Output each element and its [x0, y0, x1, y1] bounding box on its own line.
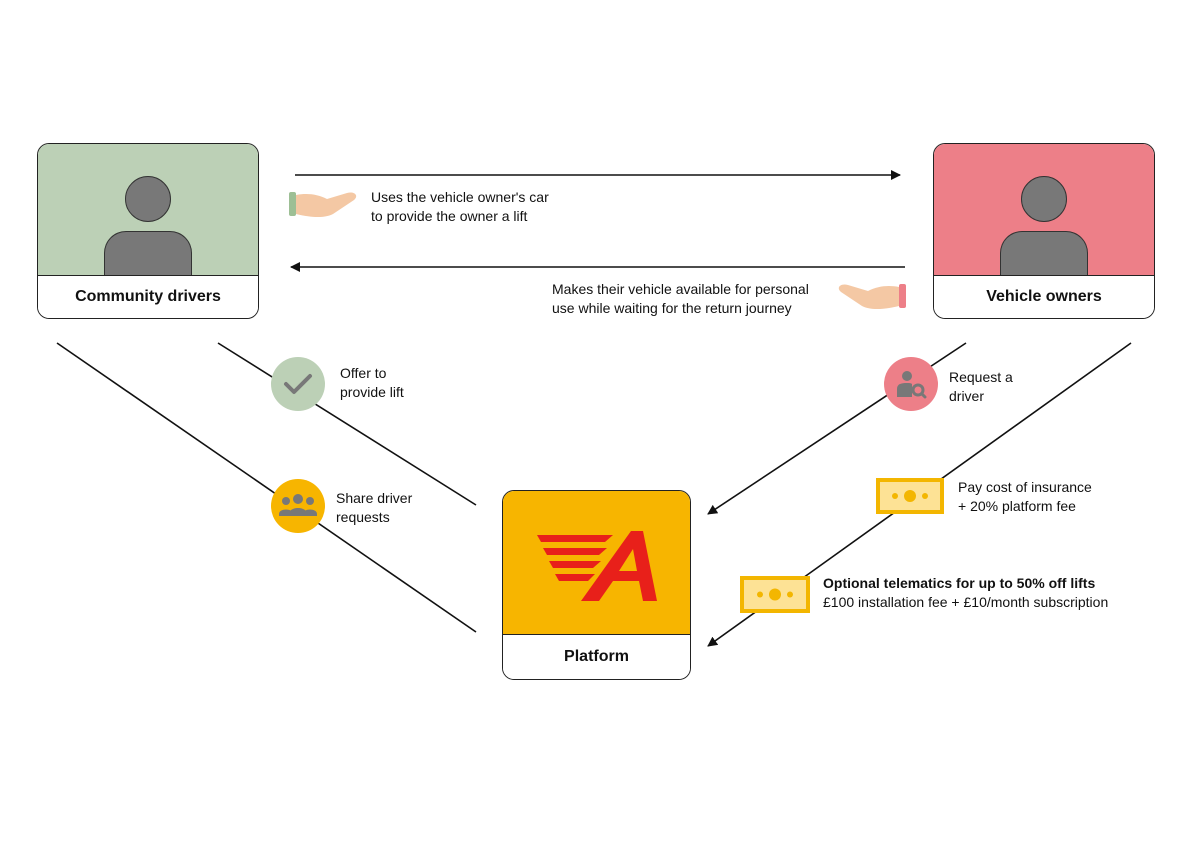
platform-logo [537, 531, 657, 601]
hand-icon [838, 284, 906, 309]
banknote-icon [740, 576, 810, 613]
vehicle-owners-art [934, 144, 1154, 278]
request-driver-line-2: driver [949, 388, 985, 404]
pay-insurance-note: Pay cost of insurance + 20% platform fee [958, 478, 1092, 516]
check-icon [284, 374, 312, 394]
telematics-line-1: Optional telematics for up to 50% off li… [823, 575, 1096, 591]
telematics-note: Optional telematics for up to 50% off li… [823, 574, 1108, 612]
vehicle-owners-card: Vehicle owners [933, 143, 1155, 319]
uses-car-line-1: Uses the vehicle owner's car [371, 189, 549, 205]
line-drivers-share [56, 342, 477, 633]
uses-car-note: Uses the vehicle owner's car to provide … [371, 188, 549, 226]
person-search-icon [897, 371, 927, 399]
group-badge [271, 479, 325, 533]
line-drivers-offer [217, 342, 477, 506]
makes-available-line-2: use while waiting for the return journey [552, 300, 792, 316]
pay-insurance-line-2: + 20% platform fee [958, 498, 1076, 514]
platform-label: Platform [503, 634, 690, 679]
share-requests-line-1: Share driver [336, 490, 413, 506]
banknote-art [757, 588, 793, 601]
community-drivers-label: Community drivers [38, 275, 258, 318]
offer-lift-note: Offer to provide lift [340, 364, 404, 402]
community-drivers-art [38, 144, 258, 278]
platform-card: Platform [502, 490, 691, 680]
request-driver-line-1: Request a [949, 369, 1013, 385]
search-badge [884, 357, 938, 411]
share-requests-note: Share driver requests [336, 489, 412, 527]
makes-available-note: Makes their vehicle available for person… [552, 280, 809, 318]
banknote-icon [876, 478, 944, 514]
group-icon [279, 494, 317, 516]
hand-icon [289, 192, 357, 217]
uses-car-line-2: to provide the owner a lift [371, 208, 528, 224]
person-icon [999, 176, 1089, 278]
banknote-art [892, 490, 928, 502]
person-icon [103, 176, 193, 278]
makes-available-line-1: Makes their vehicle available for person… [552, 281, 809, 297]
offer-lift-line-2: provide lift [340, 384, 404, 400]
vehicle-owners-label: Vehicle owners [934, 275, 1154, 318]
community-drivers-card: Community drivers [37, 143, 259, 319]
check-badge [271, 357, 325, 411]
share-requests-line-2: requests [336, 509, 390, 525]
platform-art [503, 491, 690, 637]
request-driver-note: Request a driver [949, 368, 1013, 406]
pay-insurance-line-1: Pay cost of insurance [958, 479, 1092, 495]
offer-lift-line-1: Offer to [340, 365, 387, 381]
telematics-line-2: £100 installation fee + £10/month subscr… [823, 594, 1109, 610]
